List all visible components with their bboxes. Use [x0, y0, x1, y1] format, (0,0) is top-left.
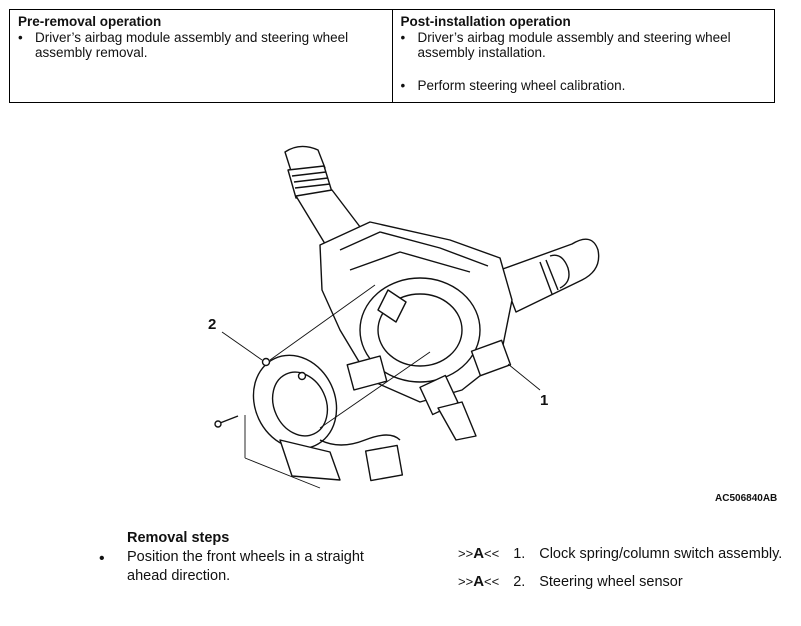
pre-removal-heading: Pre-removal operation: [18, 14, 162, 29]
step-text: Steering wheel sensor: [539, 574, 683, 590]
pre-removal-column: Pre-removal operation Driver’s airbag mo…: [10, 10, 392, 102]
operation-table: Pre-removal operation Driver’s airbag mo…: [9, 9, 775, 103]
removal-step: >>A<< 2. Steering wheel sensor: [458, 573, 683, 590]
figure-code: AC506840AB: [715, 493, 778, 504]
post-installation-column: Post-installation operation Driver’s air…: [391, 10, 775, 102]
callout-1: 1: [540, 392, 549, 409]
post-installation-item: Perform steering wheel calibration.: [401, 78, 767, 93]
step-number: 1.: [513, 546, 526, 562]
removal-step: >>A<< 1. Clock spring/column switch assemb…: [458, 545, 782, 562]
step-text: Clock spring/column switch assembly.: [539, 546, 783, 562]
step-marker: >>A<<: [458, 545, 500, 562]
column-switch-illustration: [214, 145, 600, 489]
removal-note: Position the front wheels in a straight …: [127, 549, 364, 584]
removal-steps-title: Removal steps: [127, 530, 230, 546]
note-bullet: •: [99, 550, 105, 567]
step-number: 2.: [513, 574, 526, 590]
callout-2: 2: [208, 316, 217, 333]
post-installation-item: Driver’s airbag module assembly and stee…: [401, 30, 767, 60]
post-installation-heading: Post-installation operation: [400, 14, 571, 29]
pre-removal-list: Driver’s airbag module assembly and stee…: [18, 30, 384, 60]
step-marker: >>A<<: [458, 573, 500, 590]
pre-removal-item: Driver’s airbag module assembly and stee…: [18, 30, 384, 60]
post-installation-list: Driver’s airbag module assembly and stee…: [401, 30, 767, 93]
